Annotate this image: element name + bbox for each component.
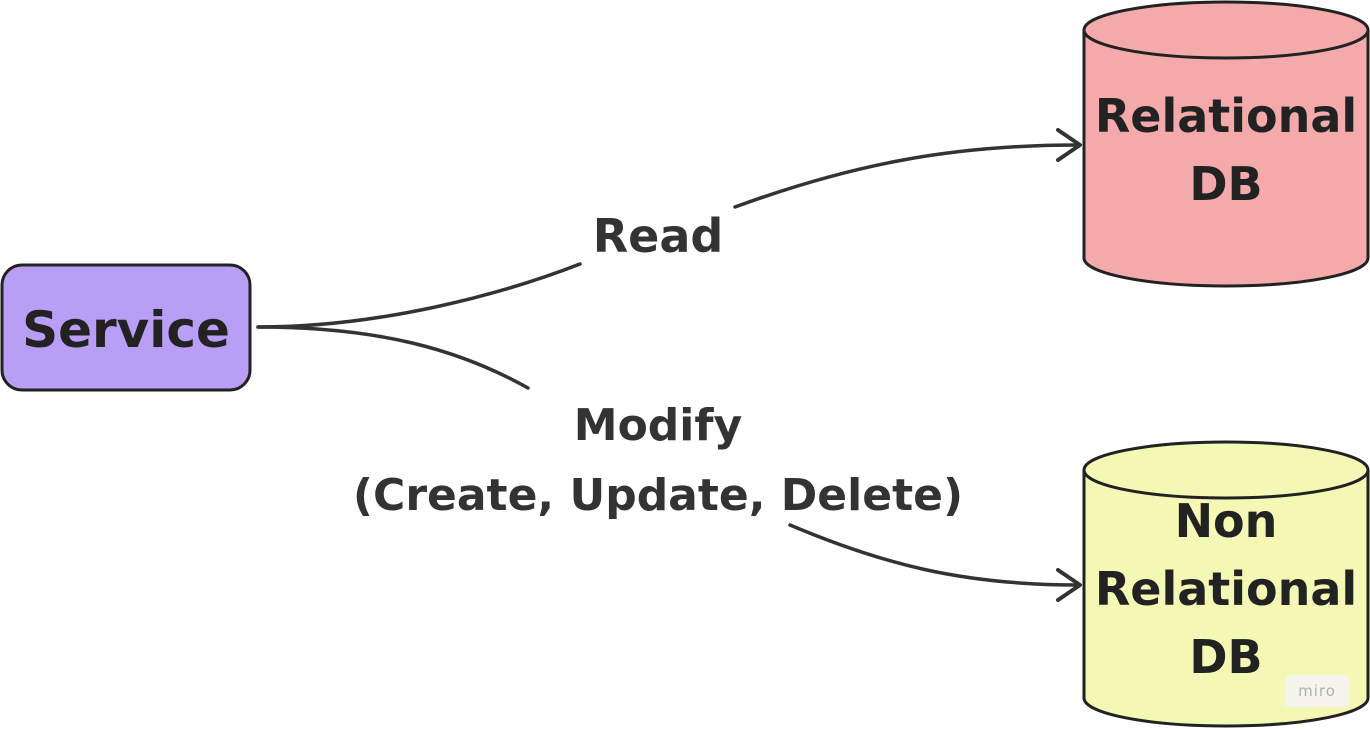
modify-edge-sublabel: (Create, Update, Delete) (353, 470, 963, 521)
non-relational-db-node[interactable]: Non Relational DB (1082, 440, 1370, 728)
modify-connector[interactable] (256, 325, 1082, 602)
read-connector[interactable] (256, 128, 1082, 329)
service-node-label: Service (22, 301, 230, 359)
relational-db-label-line2: DB (1189, 157, 1262, 211)
non-relational-db-body (1082, 470, 1370, 728)
relational-db-label-line1: Relational (1095, 89, 1357, 143)
miro-watermark-text: miro (1298, 682, 1336, 700)
relational-db-node[interactable]: Relational DB (1082, 0, 1370, 288)
relational-db-body (1082, 30, 1370, 288)
read-connector-lower (256, 262, 582, 329)
non-relational-db-label-line2: Relational (1095, 562, 1357, 616)
service-node-shape (0, 263, 252, 392)
read-edge-label: Read (593, 209, 724, 263)
modify-arrowhead (1056, 568, 1082, 602)
non-relational-db-label-line1: Non (1175, 494, 1278, 548)
non-relational-db-top (1082, 440, 1370, 500)
relational-db-top (1082, 0, 1370, 60)
modify-connector-lower (788, 523, 1080, 587)
miro-watermark: miro (1285, 675, 1349, 707)
modify-connector-upper (256, 325, 530, 390)
modify-edge-label: Modify (574, 400, 742, 451)
service-node[interactable]: Service (0, 263, 252, 392)
non-relational-db-label-line3: DB (1189, 630, 1262, 684)
read-connector-upper (733, 143, 1080, 209)
read-arrowhead (1056, 128, 1082, 162)
